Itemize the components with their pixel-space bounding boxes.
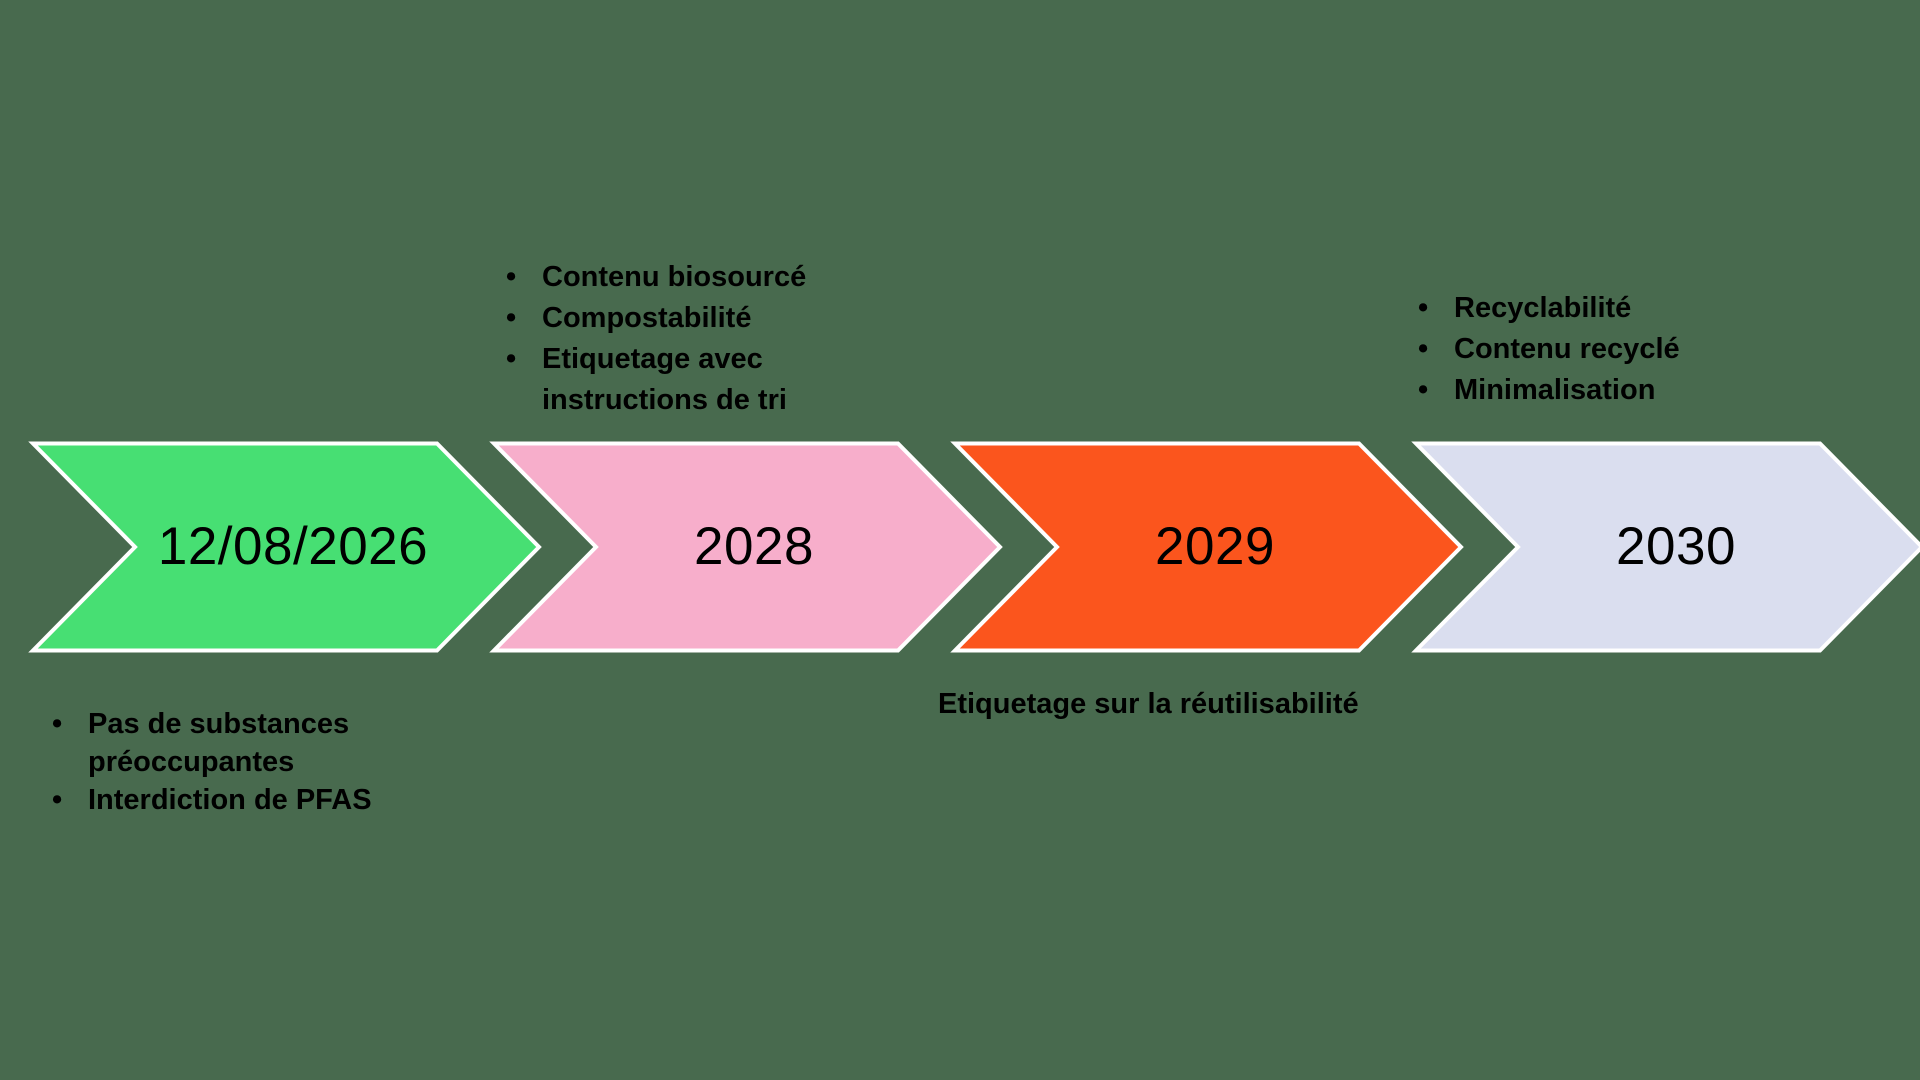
note-text: Contenu biosourcé [542, 261, 807, 293]
note-text: Compostabilité [542, 302, 752, 334]
note-item: • Contenu biosourcé [506, 257, 806, 298]
bullet-icon: • [506, 302, 517, 334]
note-item: • Compostabilité [506, 298, 806, 339]
note-item: • Minimalisation [1418, 370, 1680, 411]
note-text: Minimalisation [1454, 374, 1656, 406]
note-text: Pas de substances préoccupantes [88, 708, 350, 778]
bullet-icon: • [1418, 292, 1429, 324]
stage-label-2028: 2028 [694, 516, 814, 576]
note-item: • Interdiction de PFAS [52, 781, 372, 819]
chevron-2030 [1411, 441, 1920, 653]
bullet-icon: • [1418, 333, 1429, 365]
stage-label-2030: 2030 [1616, 516, 1736, 576]
chevron-2029 [950, 441, 1464, 653]
note-text: Interdiction de PFAS [88, 784, 372, 816]
note-item: • Etiquetage avec instructions de tri [506, 339, 806, 421]
notes-below-2026: • Pas de substances préoccupantes • Inte… [52, 705, 372, 819]
caption-below-2029: Etiquetage sur la réutilisabilité [938, 688, 1359, 720]
bullet-icon: • [1418, 374, 1429, 406]
note-item: • Contenu recyclé [1418, 329, 1680, 370]
note-text: Contenu recyclé [1454, 333, 1680, 365]
note-item: • Recyclabilité [1418, 288, 1680, 329]
bullet-icon: • [506, 343, 517, 375]
timeline-arrows [28, 441, 1920, 653]
note-item: • Pas de substances préoccupantes [52, 705, 372, 781]
bullet-icon: • [52, 708, 63, 740]
stage-label-2029: 2029 [1155, 516, 1275, 576]
notes-above-2028: • Contenu biosourcé • Compostabilité • E… [506, 257, 806, 421]
bullet-icon: • [506, 261, 517, 293]
bullet-icon: • [52, 784, 63, 816]
chevron-2026 [28, 441, 542, 653]
chevron-2028 [489, 441, 1003, 653]
stage-label-2026: 12/08/2026 [157, 516, 429, 576]
notes-above-2030: • Recyclabilité • Contenu recyclé • Mini… [1418, 288, 1680, 411]
note-text: Etiquetage avec instructions de tri [542, 343, 787, 416]
note-text: Recyclabilité [1454, 292, 1632, 324]
